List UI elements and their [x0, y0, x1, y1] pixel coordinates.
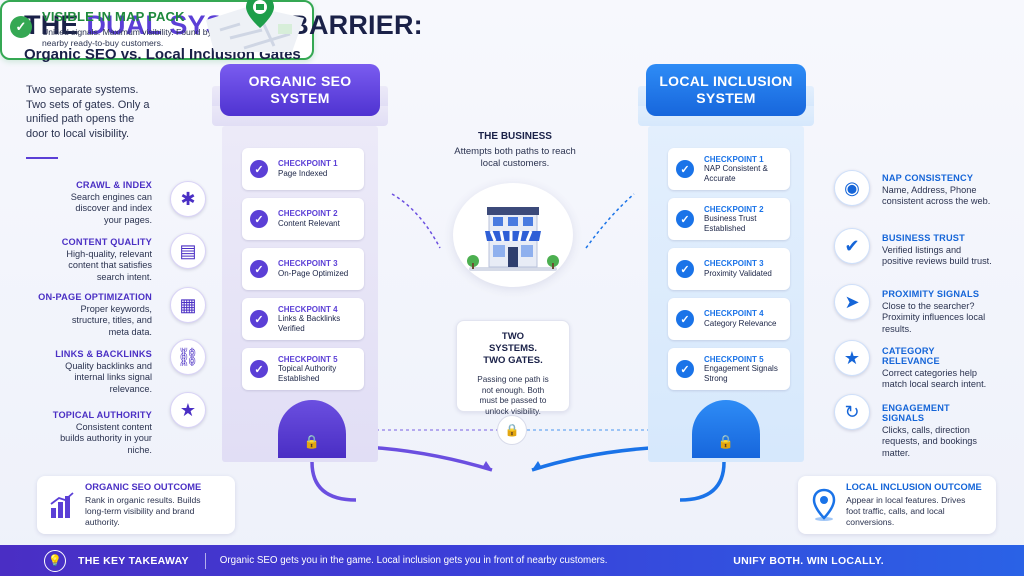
organic-outcome-box: ORGANIC SEO OUTCOME Rank in organic resu…	[37, 476, 235, 534]
business-description: Attempts both paths to reach local custo…	[454, 146, 576, 169]
bug-icon: ✱	[170, 181, 206, 217]
lightbulb-icon: 💡	[44, 549, 66, 572]
link-icon: ⛓	[170, 339, 206, 375]
center-lock-icon: 🔒	[497, 415, 527, 445]
business-title: THE BUSINESS	[478, 131, 552, 142]
location-pin-icon: ◉	[834, 170, 870, 206]
check-icon: ✓	[676, 360, 694, 378]
local-flow-arrow	[679, 461, 726, 502]
navigation-arrow-icon: ➤	[834, 284, 870, 320]
business-bubble	[453, 183, 573, 287]
intro-divider	[26, 157, 58, 159]
footer-bar: 💡 THE KEY TAKEAWAY Organic SEO gets you …	[0, 545, 1024, 576]
check-icon: ✓	[250, 210, 268, 228]
check-icon: ✓	[676, 310, 694, 328]
check-icon: ✓	[250, 160, 268, 178]
check-icon: ✓	[676, 260, 694, 278]
business-right-connector	[585, 193, 635, 249]
intro-text: Two separate systems. Two sets of gates.…	[26, 84, 150, 140]
document-icon: ▤	[170, 233, 206, 269]
bar-chart-icon	[50, 492, 74, 518]
lock-icon: 🔒	[717, 434, 735, 449]
visible-map-pack-box: ✓ VISIBLE IN MAP PACK Unified signals. M…	[0, 0, 314, 60]
footer-divider	[204, 552, 206, 569]
location-pin-icon	[812, 488, 836, 521]
check-icon: ✓	[250, 360, 268, 378]
local-gate: 🔒	[692, 400, 760, 458]
footer-key-label: THE KEY TAKEAWAY	[78, 554, 189, 567]
two-systems-callout: TWO SYSTEMS. TWO GATES. Passing one path…	[456, 320, 570, 416]
footer-cta: UNIFY BOTH. WIN LOCALLY.	[733, 554, 884, 567]
check-icon: ✓	[676, 210, 694, 228]
check-icon: ✓	[250, 260, 268, 278]
check-icon: ✓	[676, 160, 694, 178]
clock-refresh-icon: ↻	[834, 394, 870, 430]
business-left-connector	[391, 193, 441, 249]
shield-star-icon: ★	[170, 392, 206, 428]
star-icon: ★	[834, 340, 870, 376]
lock-icon: 🔒	[303, 434, 321, 449]
footer-message: Organic SEO gets you in the game. Local …	[219, 555, 608, 566]
map-icon	[206, 0, 304, 52]
check-icon: ✓	[10, 16, 32, 38]
browser-window-icon: ▦	[170, 287, 206, 323]
organic-gate: 🔒	[278, 400, 346, 458]
storefront-icon	[467, 207, 559, 271]
shield-check-icon: ✔	[834, 228, 870, 264]
local-outcome-box: LOCAL INCLUSION OUTCOME Appear in local …	[798, 476, 996, 534]
organic-flow-arrow	[310, 461, 357, 502]
check-icon: ✓	[250, 310, 268, 328]
